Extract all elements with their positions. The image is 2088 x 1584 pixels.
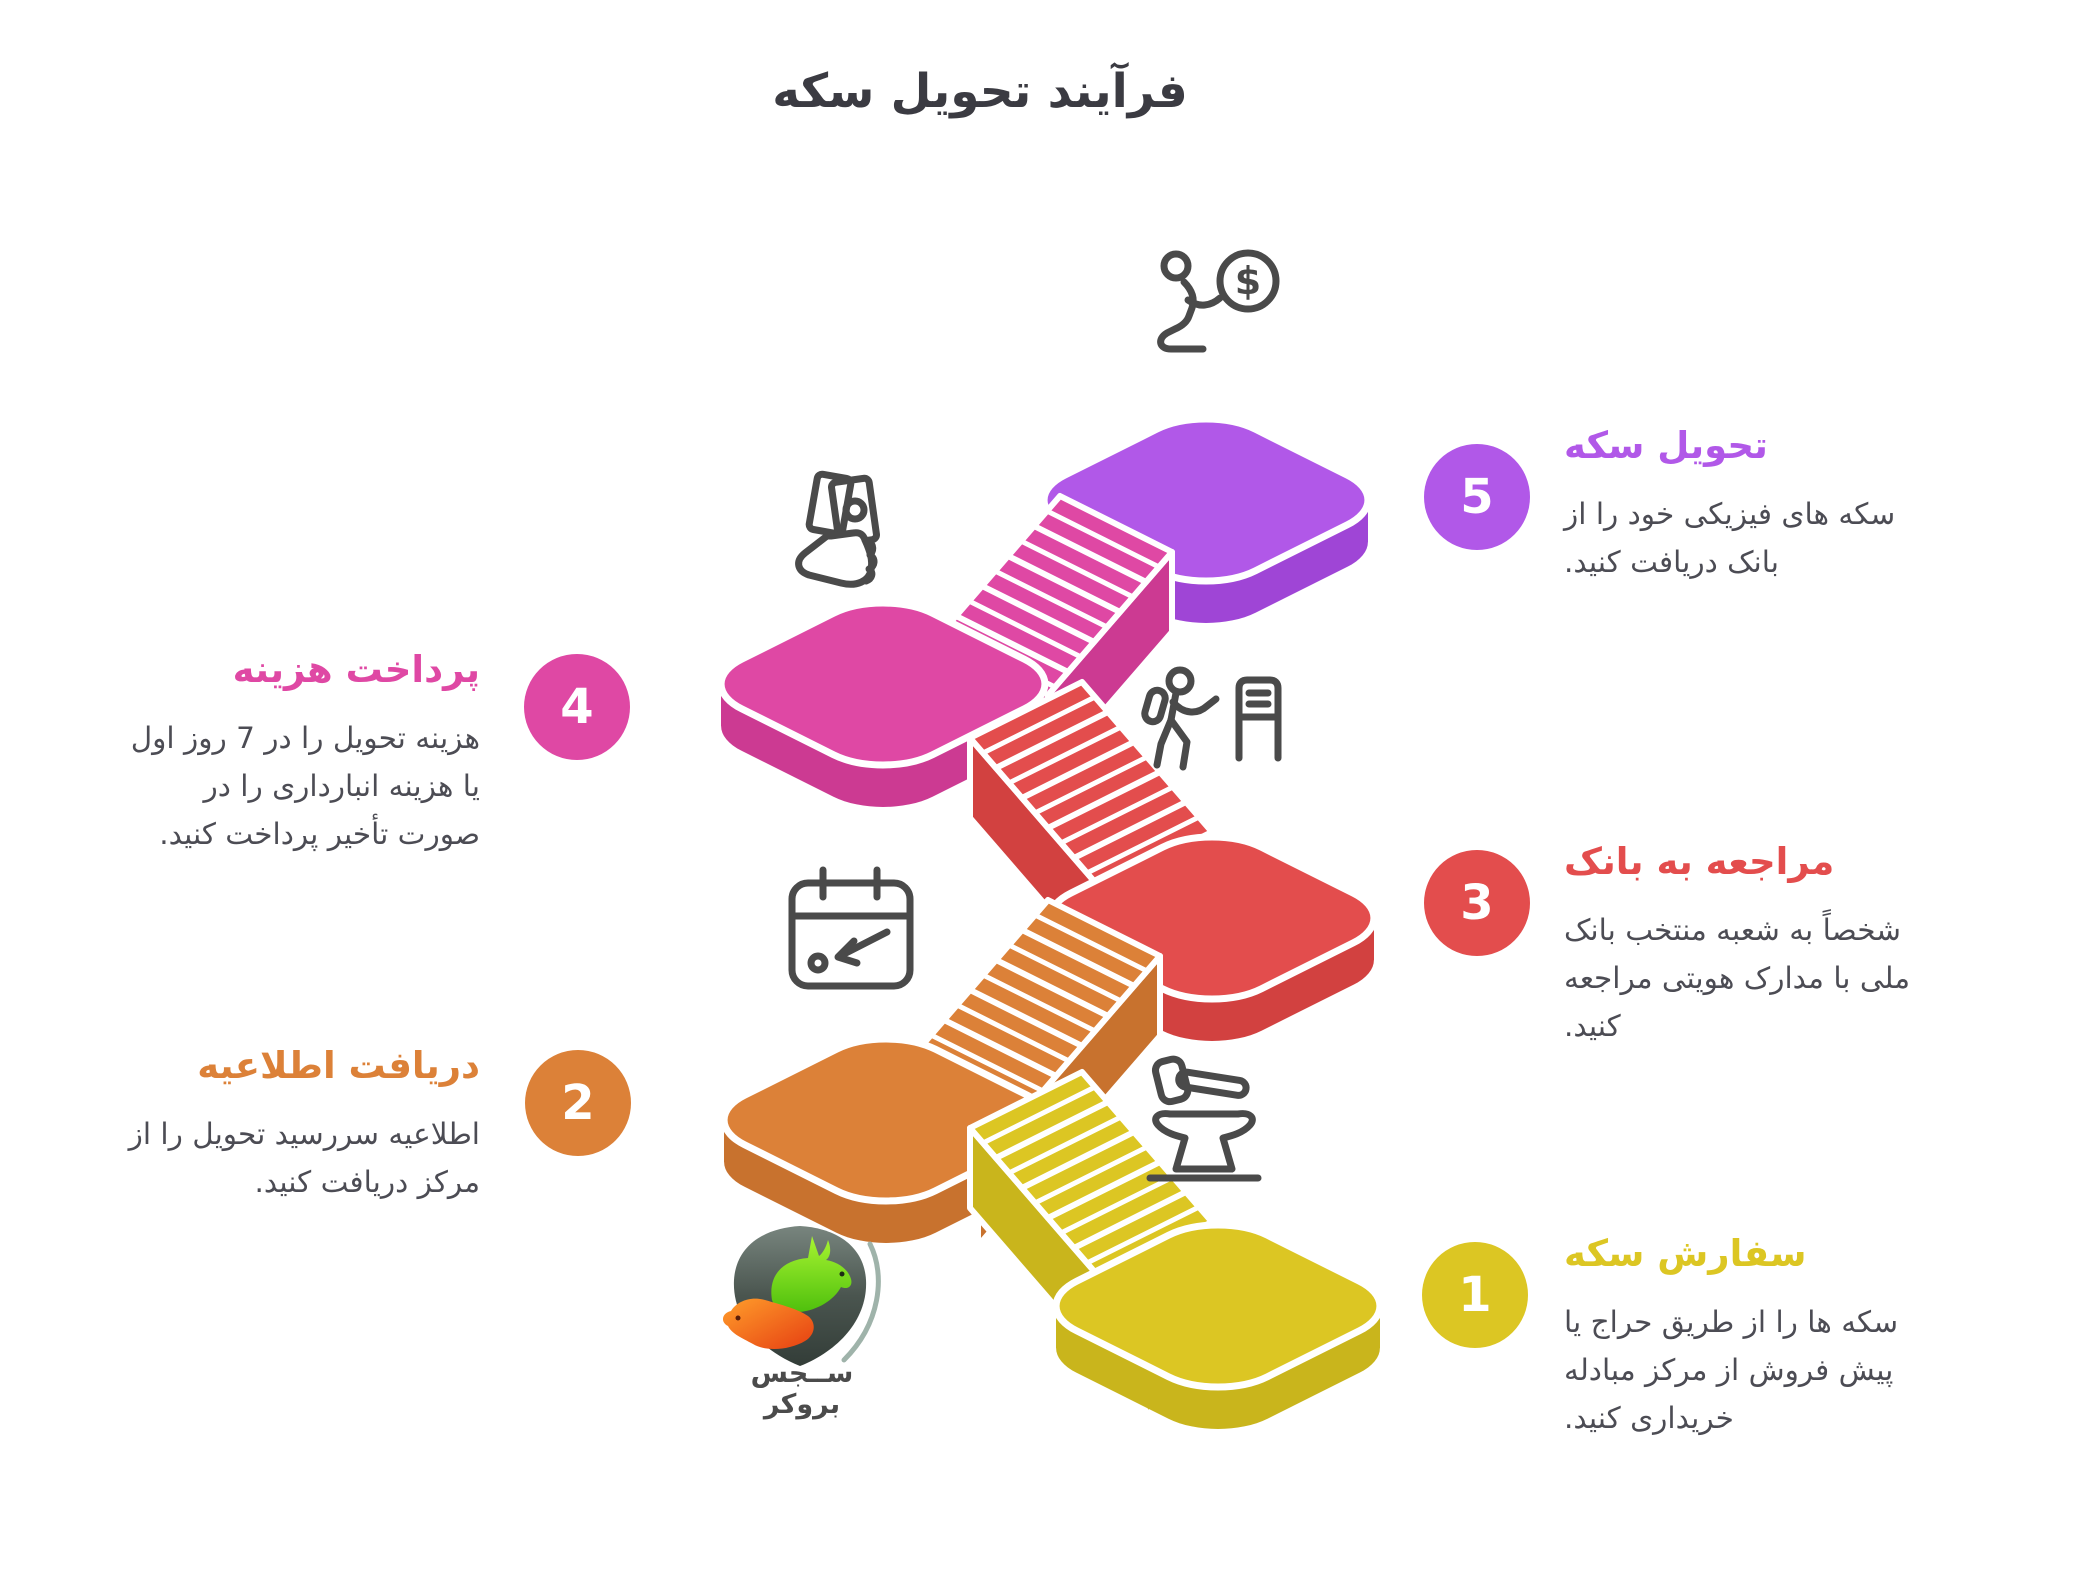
hammer-anvil-icon	[1146, 1055, 1262, 1182]
dollar-sign-glyph: $	[1235, 259, 1261, 303]
calendar-deadline-icon	[788, 866, 914, 990]
step-5-description: سکه های فیزیکی خود را از بانک دریافت کنی…	[1564, 497, 1896, 580]
stairs-3-to-4-tread-line	[1033, 754, 1149, 816]
step-5-text: تحویل سکه سکه های فیزیکی خود را از بانک …	[1564, 422, 1939, 586]
stairs-1-to-2-tread-line	[1033, 1144, 1149, 1206]
step-5-number-badge: 5	[1424, 444, 1530, 550]
stairs-4-to-5-tread-line	[967, 598, 1083, 660]
stairs-3-to-4-tread-line	[981, 694, 1097, 756]
step-3-text: مراجعه به بانک شخصاً به شعبه منتخب بانک …	[1564, 838, 1939, 1050]
logo-bear-eye	[735, 1315, 741, 1321]
step-2-text: دریافت اطلاعیه اطلاعیه سررسید تحویل را ا…	[126, 1042, 480, 1206]
brand-logo-text: ســجس بروکر	[750, 1358, 854, 1420]
stairs-1-to-2-tread-line	[1059, 1174, 1175, 1236]
stairs-2-to-3-tread-line	[929, 1032, 1045, 1094]
step-3-description: شخصاً به شعبه منتخب بانک ملی با مدارک هو…	[1564, 913, 1911, 1044]
hand-holding-cash-icon	[795, 470, 880, 588]
step-2-number-badge: 2	[525, 1050, 631, 1156]
stairs-3-to-4-tread-line	[1085, 814, 1201, 876]
staircase-steps-graphic	[692, 405, 1409, 1429]
stairs-2-to-3-tread-line	[981, 972, 1097, 1034]
stairs-3-to-4-tread-line	[1059, 784, 1175, 846]
step-4-description: هزینه تحویل را در 7 روز اول یا هزینه انب…	[130, 721, 480, 852]
logo-bear	[722, 1298, 814, 1350]
step-4-title: پرداخت هزینه	[232, 648, 480, 691]
stairs-4-to-5-tread-line	[1019, 538, 1135, 600]
step-1-number-badge: 1	[1422, 1242, 1528, 1348]
stairs-1-to-2-tread-line	[981, 1084, 1097, 1146]
stairs-1-to-2-tread-line	[1085, 1204, 1201, 1266]
logo-bull-eye	[839, 1271, 845, 1277]
stairs-2-to-3-tread-line	[955, 1002, 1071, 1064]
step-4-number-badge: 4	[524, 654, 630, 760]
step-1-title: سفارش سکه	[1564, 1232, 1807, 1275]
step-1-text: سفارش سکه سکه ها را از طریق حراج یا پیش …	[1564, 1230, 1924, 1442]
step-4-text: پرداخت هزینه هزینه تحویل را در 7 روز اول…	[126, 646, 480, 858]
step-3-title: مراجعه به بانک	[1564, 840, 1835, 883]
logo-bull	[771, 1236, 852, 1313]
stairs-4-to-5-tread-line	[1045, 508, 1161, 570]
stairs-3-to-4-tread-line	[1007, 724, 1123, 786]
step-3-number-badge: 3	[1424, 850, 1530, 956]
page-title: فرآیند تحویل سکه	[772, 64, 1188, 119]
step-1-number: 1	[1458, 1267, 1492, 1323]
walking-to-bank-kiosk-icon	[1141, 666, 1282, 771]
step-5-number: 5	[1460, 469, 1494, 525]
step-1-description: سکه ها را از طریق حراج یا پیش فروش از مر…	[1564, 1305, 1899, 1436]
step-3-number: 3	[1460, 875, 1494, 931]
step-2-number: 2	[561, 1075, 595, 1131]
stairs-2-to-3-tread-line	[1033, 912, 1149, 974]
step-5-title: تحویل سکه	[1564, 424, 1768, 467]
person-receiving-coin-icon: $	[1157, 249, 1280, 353]
step-2-title: دریافت اطلاعیه	[197, 1044, 480, 1087]
platform-step-1-top	[1027, 1211, 1409, 1402]
logo-swoosh	[841, 1241, 881, 1363]
stairs-2-to-3-tread-line	[1007, 942, 1123, 1004]
brand-logo	[722, 1226, 881, 1366]
step-2-description: اطلاعیه سررسید تحویل را از مرکز دریافت ک…	[128, 1117, 480, 1200]
step-4-number: 4	[560, 679, 594, 735]
stairs-1-to-2-tread-line	[1007, 1114, 1123, 1176]
stairs-4-to-5-tread-line	[993, 568, 1109, 630]
